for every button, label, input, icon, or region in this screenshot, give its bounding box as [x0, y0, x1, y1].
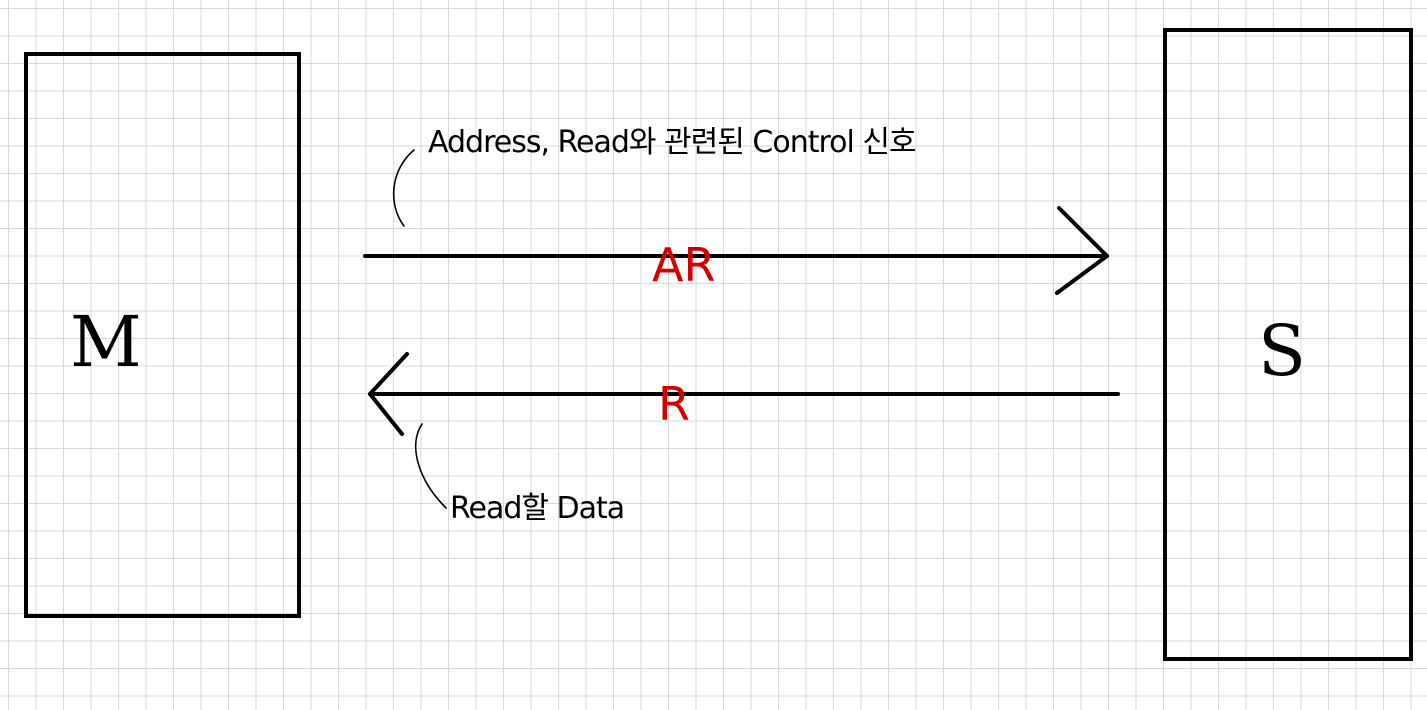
read-data-channel-label: R: [658, 377, 690, 431]
read-address-annotation: Address, Read와 관련된 Control 신호: [428, 125, 916, 160]
read-data-annotation: Read할 Data: [450, 491, 624, 526]
read-address-arrow: [363, 206, 1109, 295]
read-address-arrow-head: [1055, 206, 1109, 295]
master-box: [24, 52, 301, 618]
master-label: M: [70, 301, 142, 383]
read-address-channel-label: AR: [652, 238, 715, 292]
slave-box: [1163, 28, 1413, 661]
read-data-arrow-head: [368, 352, 409, 436]
read-data-arrow: [368, 352, 1120, 436]
read-data-annotation-bracket: [414, 423, 447, 509]
slave-label: S: [1258, 310, 1306, 392]
read-address-annotation-bracket: [392, 149, 415, 227]
